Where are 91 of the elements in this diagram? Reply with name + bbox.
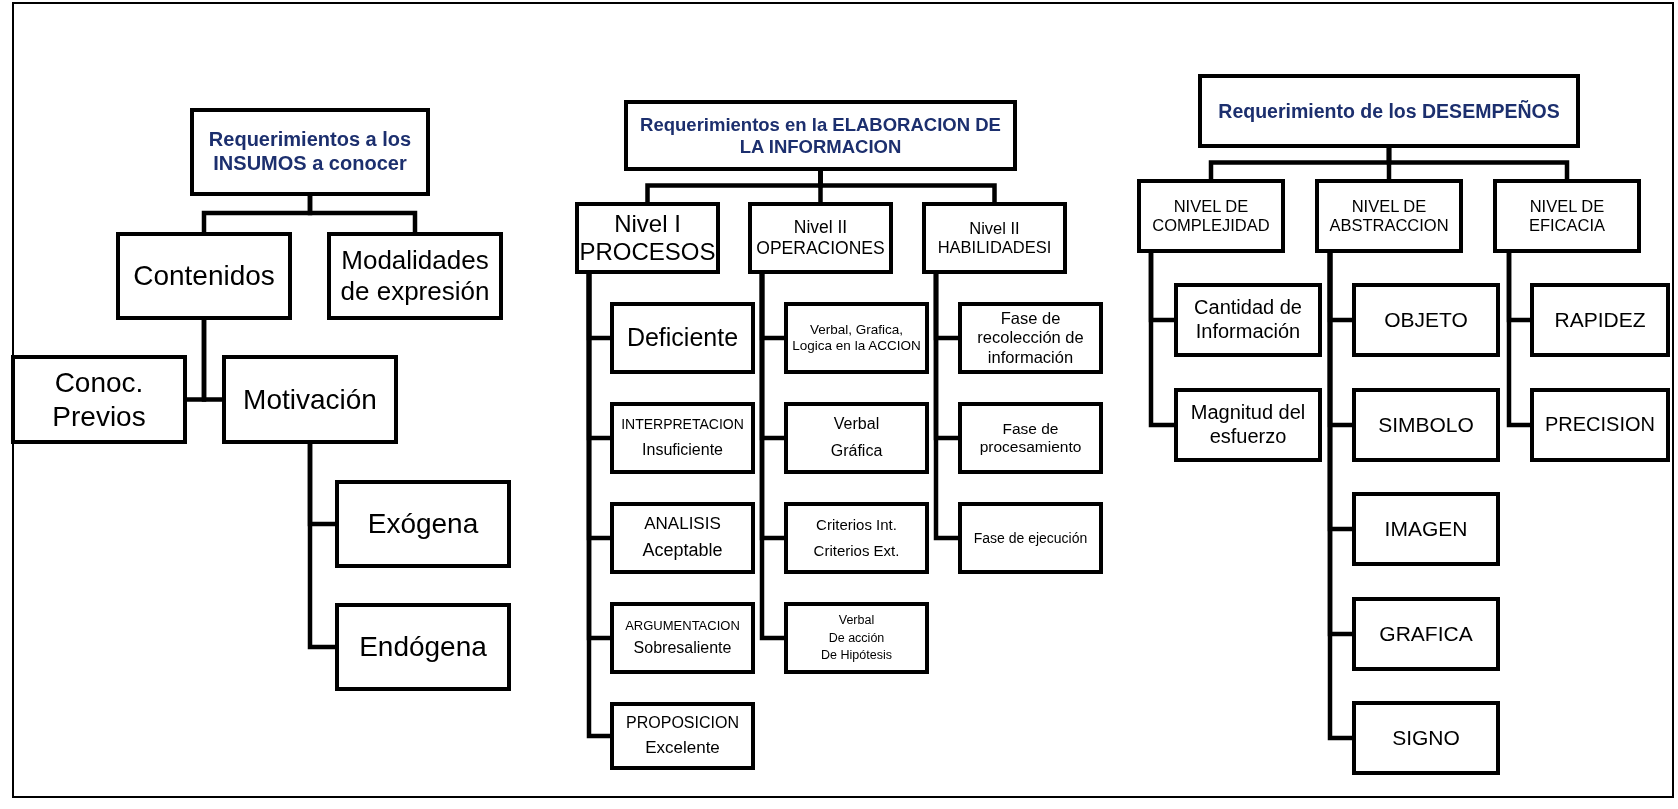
box-title: Requerimientos en la ELABORACION DE LA INFORMACION — [639, 113, 1002, 158]
connector-line — [1327, 251, 1354, 741]
process-box — [922, 202, 1067, 274]
process-box — [784, 302, 929, 374]
process-box — [1530, 283, 1670, 357]
box-label: Nivel II HABILIDADESI — [936, 218, 1053, 258]
box-title: Requerimientos a los INSUMOS a conocer — [207, 128, 413, 176]
process-box — [335, 603, 511, 691]
connector-line — [759, 272, 786, 641]
process-box — [1493, 179, 1641, 253]
box-label: Aceptable — [642, 540, 723, 562]
box-label: Verbal — [833, 415, 880, 434]
connector-line — [1386, 146, 1570, 181]
process-box — [610, 302, 755, 374]
process-box — [1352, 597, 1500, 671]
box-label: Contenidos — [133, 259, 275, 293]
box-label: Gráfica — [830, 442, 883, 461]
connector-line — [1506, 251, 1532, 428]
box-label: ARGUMENTACION — [625, 617, 740, 634]
process-box — [116, 232, 292, 320]
connector-line — [933, 272, 960, 541]
box-label: PRECISION — [1545, 413, 1655, 437]
box-label: Criterios Ext. — [813, 542, 900, 560]
process-box — [958, 402, 1103, 474]
title-box — [1198, 74, 1580, 148]
box-label: Endógena — [359, 630, 487, 664]
title-box — [624, 100, 1017, 171]
box-label: Cantidad de Información — [1193, 296, 1303, 344]
process-box — [610, 602, 755, 674]
process-box — [1352, 492, 1500, 566]
box-label: INTERPRETACION — [621, 416, 744, 433]
process-box — [784, 402, 929, 474]
box-label: Nivel II OPERACIONES — [755, 217, 886, 259]
box-label: GRAFICA — [1379, 621, 1473, 647]
box-label: Conoc. Previos — [51, 366, 147, 433]
connector-line — [201, 318, 224, 402]
process-box — [1352, 283, 1500, 357]
box-label: IMAGEN — [1384, 516, 1468, 542]
process-box — [1137, 179, 1285, 253]
process-box — [610, 502, 755, 574]
process-box — [610, 402, 755, 474]
box-label: Magnitud del esfuerzo — [1189, 401, 1307, 449]
box-label: Sobresaliente — [633, 639, 732, 659]
box-label: Modalidades de expresión — [339, 245, 491, 307]
box-label: Verbal, Grafica, Logica en la ACCION — [791, 322, 922, 354]
process-box — [222, 355, 398, 444]
process-box — [327, 232, 503, 320]
box-label: NIVEL DE ABSTRACCION — [1328, 196, 1450, 236]
process-box — [335, 480, 511, 568]
box-label: Fase de procesamiento — [978, 419, 1083, 457]
box-label: SIGNO — [1392, 725, 1460, 751]
process-box — [1315, 179, 1463, 253]
process-box — [1352, 388, 1500, 462]
process-box — [1174, 388, 1322, 462]
box-label: Nivel I PROCESOS — [579, 209, 716, 267]
box-label: Fase de ejecución — [973, 529, 1088, 547]
box-label: RAPIDEZ — [1554, 307, 1646, 333]
box-label: Exógena — [367, 507, 479, 541]
box-label: PROPOSICION — [626, 713, 739, 733]
box-label: Fase de recolección de información — [976, 308, 1085, 368]
box-label: Verbal — [838, 612, 875, 628]
process-box — [1530, 388, 1670, 462]
box-label: ANALISIS — [644, 514, 721, 535]
process-box — [575, 202, 720, 274]
box-label: NIVEL DE EFICACIA — [1527, 196, 1607, 236]
process-box — [784, 602, 929, 674]
process-box — [784, 502, 929, 574]
process-box — [1352, 701, 1500, 775]
title-box — [190, 108, 430, 196]
connector-line — [818, 169, 997, 204]
process-box — [748, 202, 893, 274]
connector-line — [307, 442, 337, 650]
box-label: Criterios Int. — [816, 516, 897, 534]
connector-line — [1148, 251, 1176, 428]
process-box — [1174, 283, 1322, 357]
process-box — [610, 702, 755, 770]
box-label: SIMBOLO — [1378, 412, 1474, 438]
process-box — [11, 355, 187, 444]
box-label: De acción — [828, 630, 885, 646]
box-label: Insuficiente — [642, 440, 723, 460]
process-box — [958, 302, 1103, 374]
box-label: Deficiente — [626, 323, 739, 353]
box-title: Requerimiento de los DESEMPEÑOS — [1218, 99, 1560, 123]
connector-line — [586, 272, 612, 739]
box-label: De Hipótesis — [821, 648, 892, 664]
box-label: OBJETO — [1384, 307, 1468, 333]
box-label: Excelente — [645, 738, 720, 759]
box-label: NIVEL DE COMPLEJIDAD — [1151, 196, 1271, 236]
process-box — [958, 502, 1103, 574]
box-label: Motivación — [243, 383, 377, 416]
connector-line — [307, 194, 418, 234]
